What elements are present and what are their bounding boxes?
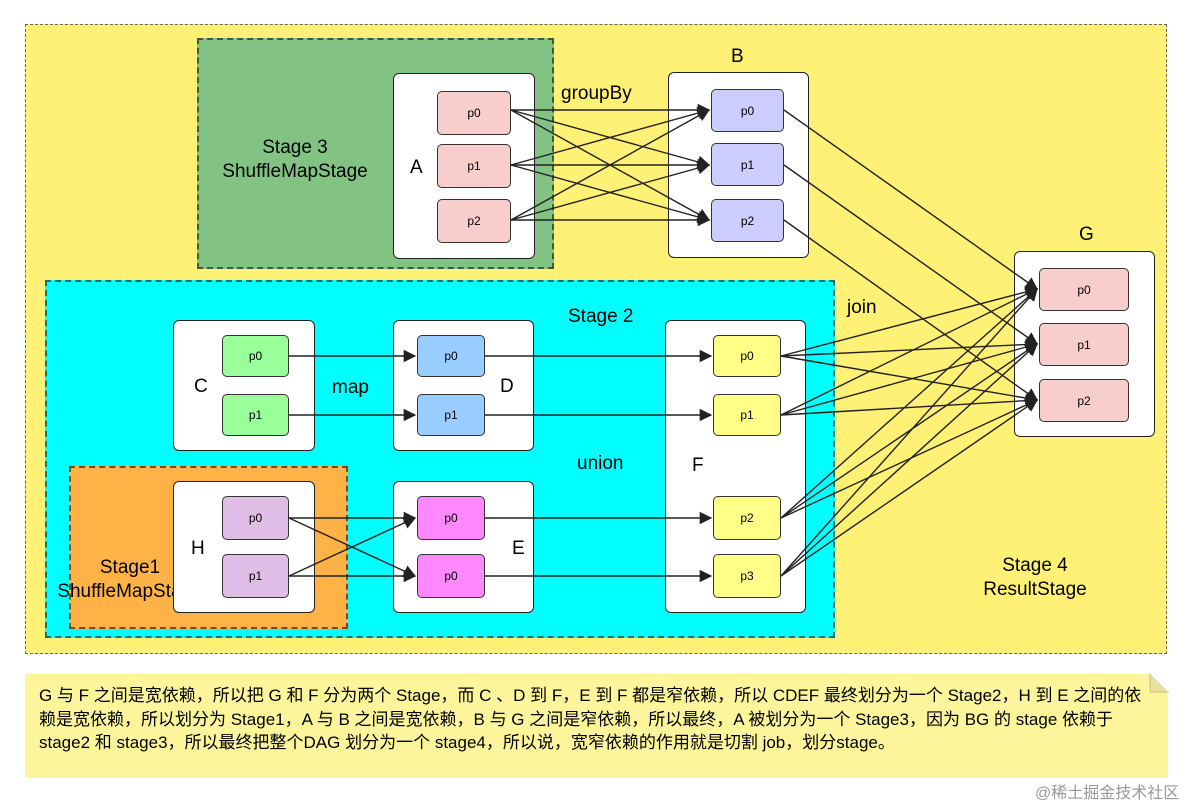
edge-a2-b1 [510, 161, 711, 221]
edge-a1-b0 [510, 106, 711, 166]
rdd-e-label: E [512, 538, 525, 559]
rdd-e-p1: p0 [417, 554, 485, 598]
rdd-e-p0: p0 [417, 496, 485, 540]
rdd-b-label: B [731, 46, 744, 67]
rdd-a-label: A [410, 157, 423, 178]
rdd-b-p0: p0 [711, 89, 784, 132]
stage4-subtitle: ResultStage [983, 579, 1087, 600]
edge-b2-g2 [783, 219, 1039, 401]
stage1-title: Stage1 [99, 557, 161, 578]
edge-b0-g0 [783, 109, 1039, 290]
rdd-g-p1: p1 [1039, 323, 1129, 366]
explanation-text: G 与 F 之间是宽依赖，所以把 G 和 F 分为两个 Stage，而 C 、D… [39, 686, 1142, 752]
edge-f0-g1 [780, 338, 1039, 357]
rdd-g-p2: p2 [1039, 379, 1129, 422]
edge-f3-g0 [780, 288, 1038, 577]
rdd-f-p3: p3 [713, 554, 781, 598]
rdd-f-p1: p1 [713, 394, 781, 436]
explanation-note: G 与 F 之间是宽依赖，所以把 G 和 F 分为两个 Stage，而 C 、D… [25, 674, 1168, 778]
rdd-f-label: F [692, 455, 704, 476]
stage3-label: Stage 3 ShuffleMapStage [200, 136, 390, 184]
edge-f2-g0 [780, 288, 1038, 519]
stage3-title: Stage 3 [262, 137, 328, 158]
stage3-subtitle: ShuffleMapStage [222, 161, 368, 182]
rdd-h-label: H [191, 538, 205, 559]
edge-f2-g2 [780, 399, 1039, 519]
rdd-c-label: C [194, 376, 208, 397]
rdd-a-p1: p1 [437, 144, 511, 188]
rdd-g-p0: p0 [1039, 268, 1129, 311]
stage1-label: Stage1 ShuffleMapStage [45, 556, 215, 604]
rdd-d-p1: p1 [417, 394, 485, 436]
stage2-title: Stage 2 [568, 306, 634, 327]
edge-f3-g1 [780, 343, 1038, 577]
rdd-a-p0: p0 [437, 91, 511, 135]
op-union-label: union [577, 453, 624, 474]
rdd-c-p0: p0 [222, 335, 289, 377]
rdd-g-label: G [1079, 224, 1094, 245]
rdd-d-label: D [500, 376, 514, 397]
rdd-c-p1: p1 [222, 394, 289, 436]
stage4-title: Stage 4 [1002, 555, 1068, 576]
stage1-subtitle: ShuffleMapStage [57, 581, 203, 602]
rdd-f-p2: p2 [713, 496, 781, 540]
op-groupby-label: groupBy [561, 83, 632, 104]
rdd-d-p0: p0 [417, 335, 485, 377]
edge-b1-g1 [783, 164, 1039, 345]
edge-f1-g2 [780, 394, 1039, 416]
op-map-label: map [332, 377, 369, 398]
rdd-b-p1: p1 [711, 143, 784, 186]
rdd-h-p0: p0 [222, 496, 289, 540]
rdd-b-p2: p2 [711, 199, 784, 242]
edge-f2-g1 [780, 343, 1039, 519]
edge-f0-g0 [780, 285, 1039, 357]
op-join-label: join [847, 297, 877, 318]
edge-f3-g2 [780, 399, 1039, 577]
edge-f1-g1 [780, 340, 1039, 416]
rdd-f-p0: p0 [713, 335, 781, 377]
edge-h1-e0 [288, 517, 417, 577]
rdd-h-p1: p1 [222, 554, 289, 598]
edge-a2-b0 [510, 109, 711, 221]
rdd-a-p2: p2 [437, 199, 511, 243]
edge-f1-g0 [780, 288, 1039, 416]
watermark-text: @稀土掘金技术社区 [1035, 785, 1180, 802]
stage4-label: Stage 4 ResultStage [960, 554, 1110, 602]
edge-f0-g2 [780, 355, 1039, 405]
